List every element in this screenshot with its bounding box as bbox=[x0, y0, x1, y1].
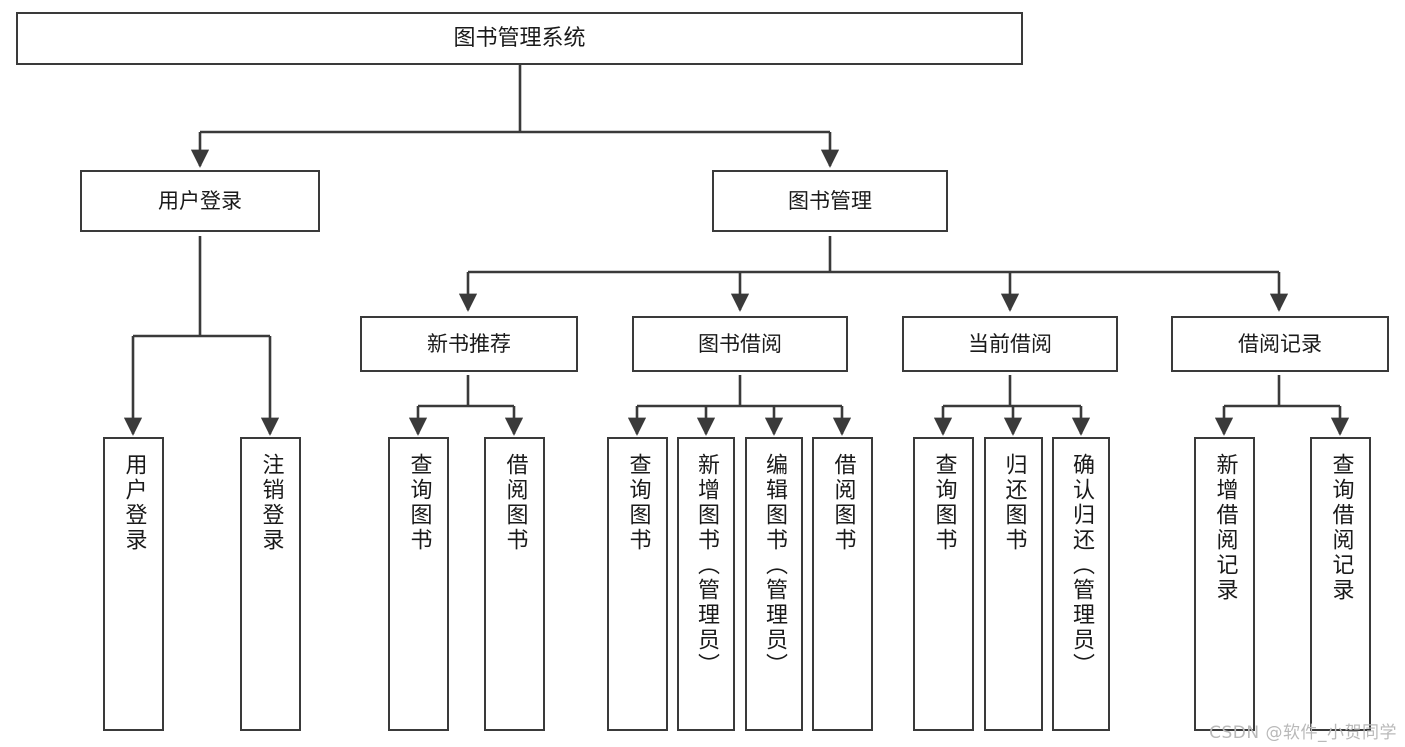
node-label: 归还图书 bbox=[1001, 453, 1027, 553]
node-book-management[interactable]: 图书管理 bbox=[712, 170, 948, 232]
node-label: 查询图书 bbox=[625, 453, 651, 553]
leaf-query-book-recommend[interactable]: 查询图书 bbox=[388, 437, 449, 731]
node-label: 当前借阅 bbox=[968, 331, 1052, 356]
node-label: 用户登录 bbox=[158, 188, 242, 213]
node-label: 新增借阅记录 bbox=[1212, 453, 1238, 603]
node-book-borrowing[interactable]: 图书借阅 bbox=[632, 316, 848, 372]
node-label: 用户登录 bbox=[121, 453, 147, 553]
node-label: 图书管理系统 bbox=[453, 25, 586, 51]
node-current-borrowing[interactable]: 当前借阅 bbox=[902, 316, 1118, 372]
leaf-query-borrow-record[interactable]: 查询借阅记录 bbox=[1310, 437, 1371, 731]
leaf-add-borrow-record[interactable]: 新增借阅记录 bbox=[1194, 437, 1255, 731]
leaf-confirm-return-admin[interactable]: 确认归还（管理员） bbox=[1052, 437, 1110, 731]
node-label: 确认归还（管理员） bbox=[1069, 453, 1094, 678]
node-label: 新书推荐 bbox=[427, 331, 511, 356]
leaf-edit-book-admin[interactable]: 编辑图书（管理员） bbox=[745, 437, 803, 731]
node-label: 借阅图书 bbox=[502, 453, 528, 553]
node-label: 图书管理 bbox=[788, 188, 872, 213]
leaf-user-login[interactable]: 用户登录 bbox=[103, 437, 164, 731]
node-label: 编辑图书（管理员） bbox=[762, 453, 787, 678]
leaf-return-book[interactable]: 归还图书 bbox=[984, 437, 1043, 731]
node-label: 借阅记录 bbox=[1238, 331, 1322, 356]
leaf-borrow-book-recommend[interactable]: 借阅图书 bbox=[484, 437, 545, 731]
leaf-logout[interactable]: 注销登录 bbox=[240, 437, 301, 731]
watermark-text: CSDN @软件_小贺同学 bbox=[1209, 723, 1397, 743]
node-borrowing-record[interactable]: 借阅记录 bbox=[1171, 316, 1389, 372]
node-label: 注销登录 bbox=[258, 453, 284, 553]
node-new-book-recommendation[interactable]: 新书推荐 bbox=[360, 316, 578, 372]
node-user-login[interactable]: 用户登录 bbox=[80, 170, 320, 232]
node-label: 查询图书 bbox=[931, 453, 957, 553]
leaf-query-book-current[interactable]: 查询图书 bbox=[913, 437, 974, 731]
node-root-book-management-system[interactable]: 图书管理系统 bbox=[16, 12, 1023, 65]
node-label: 图书借阅 bbox=[698, 331, 782, 356]
leaf-query-book-borrow[interactable]: 查询图书 bbox=[607, 437, 668, 731]
node-label: 查询借阅记录 bbox=[1328, 453, 1354, 603]
node-label: 借阅图书 bbox=[830, 453, 856, 553]
node-label: 查询图书 bbox=[406, 453, 432, 553]
leaf-borrow-book[interactable]: 借阅图书 bbox=[812, 437, 873, 731]
node-label: 新增图书（管理员） bbox=[694, 453, 719, 678]
leaf-add-book-admin[interactable]: 新增图书（管理员） bbox=[677, 437, 735, 731]
